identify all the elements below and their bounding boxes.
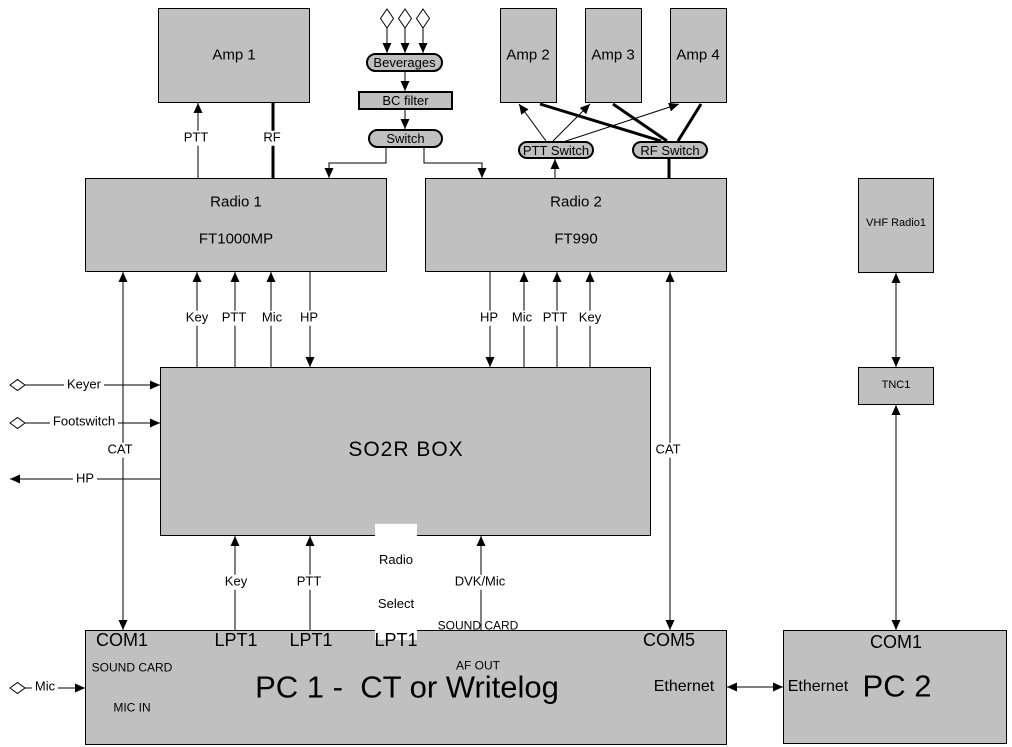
beverages-node: Beverages [366, 53, 443, 72]
pc2-port-ethernet: Ethernet [787, 678, 849, 696]
pc2-box [783, 630, 1007, 744]
amp1-box [158, 8, 310, 103]
pc1-port-lpt1-ptt: LPT1 [289, 629, 333, 650]
label-radio-select-line1: Radio [379, 551, 413, 567]
label-cat-left: CAT [104, 442, 136, 458]
pc1-sound-card-af-line1: SOUND CARD [437, 618, 519, 633]
pc1-port-sound-card-af: SOUND CARD AF OUT [438, 592, 519, 700]
label-radio2-key: Key [575, 310, 605, 326]
amp4-box [670, 8, 727, 103]
label-radio2-mic: Mic [508, 310, 536, 326]
label-radio1-key: Key [182, 310, 212, 326]
label-radio2-hp: HP [476, 310, 502, 326]
tnc-label: TNC1 [881, 378, 911, 391]
label-mic-in: Mic [31, 679, 59, 695]
so2r-label: SO2R BOX [348, 438, 464, 462]
pc1-port-ethernet: Ethernet [653, 678, 715, 696]
label-keyer: Keyer [64, 377, 104, 393]
label-dvk-mic: DVK/Mic [451, 574, 509, 590]
pc1-sound-card-af-line2: AF OUT [455, 658, 500, 673]
pc1-box [85, 630, 727, 745]
label-radio-select: Radio Select [374, 523, 418, 641]
rf-switch-node: RF Switch [632, 141, 708, 159]
pc1-port-lpt1-radio-select: LPT1 [374, 629, 418, 650]
radio2-box [425, 178, 727, 272]
pc2-title: PC 2 [862, 668, 932, 704]
label-pc1-ptt: PTT [293, 574, 325, 590]
radio1-box [85, 178, 387, 272]
label-radio1-hp: HP [296, 310, 322, 326]
pc1-sound-card-mic-line2: MIC IN [113, 700, 151, 715]
radio2-model: FT990 [554, 230, 598, 248]
ptt-switch-node: PTT Switch [518, 141, 594, 159]
label-radio2-ptt: PTT [539, 310, 571, 326]
radio2-name: Radio 2 [550, 193, 602, 211]
pc1-port-sound-card-mic: SOUND CARD MIC IN [92, 634, 173, 742]
pc1-title: PC 1 - CT or Writelog [255, 669, 559, 705]
beverage-antenna-icon [415, 8, 431, 29]
pc1-sound-card-mic-line1: SOUND CARD [91, 660, 173, 675]
label-hp-out: HP [72, 471, 98, 487]
keyer-plug-icon [9, 378, 26, 392]
vhf-radio-label: VHF Radio1 [866, 216, 926, 229]
tnc-box [858, 367, 934, 405]
beverage-antenna-icon [397, 8, 413, 29]
beverage-antenna-icon [379, 8, 395, 29]
amp1-label: Amp 1 [212, 46, 256, 64]
amp2-label: Amp 2 [506, 46, 550, 64]
amp4-label: Amp 4 [676, 46, 720, 64]
footswitch-plug-icon [9, 416, 26, 430]
pc1-port-lpt1-key: LPT1 [214, 629, 258, 650]
label-cat-right: CAT [652, 442, 684, 458]
label-radio1-mic: Mic [258, 310, 286, 326]
mic-plug-icon [9, 681, 26, 695]
label-pc1-key: Key [221, 574, 251, 590]
amp3-label: Amp 3 [591, 46, 635, 64]
label-footswitch: Footswitch [49, 414, 119, 430]
label-amp1-rf: RF [260, 130, 284, 146]
pc1-port-com1: COM1 [95, 629, 149, 650]
pc2-port-com1: COM1 [869, 631, 923, 652]
radio1-model: FT1000MP [198, 230, 274, 248]
amp2-box [500, 8, 557, 103]
bc-filter-node: BC filter [358, 91, 453, 110]
label-amp1-ptt: PTT [180, 130, 212, 146]
amp3-box [585, 8, 642, 103]
label-radio-select-line2: Select [377, 595, 415, 611]
pc1-port-com5: COM5 [642, 629, 696, 650]
radio1-name: Radio 1 [210, 193, 262, 211]
so2r-box [160, 367, 651, 536]
label-radio1-ptt: PTT [218, 310, 250, 326]
vhf-radio-box [858, 178, 934, 273]
antenna-switch-node: Switch [368, 129, 443, 148]
